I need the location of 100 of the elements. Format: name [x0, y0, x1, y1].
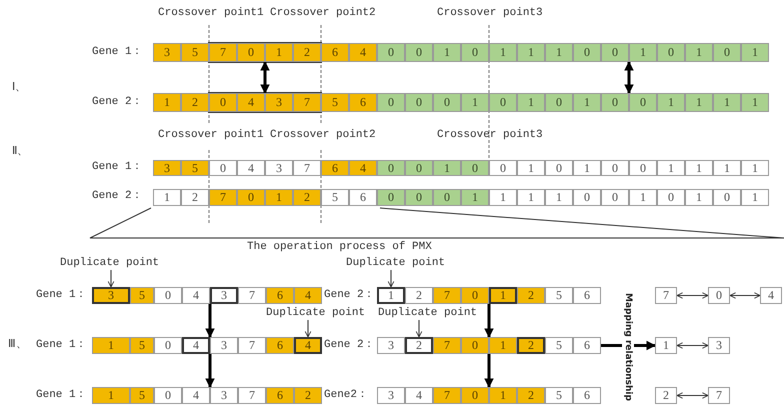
gene-cell: 4 [182, 287, 210, 304]
gene-cell: 0 [713, 43, 741, 62]
gene-cell: 1 [629, 189, 657, 206]
gene-label: Gene 1： [92, 46, 143, 59]
gene-cell: 4 [237, 160, 265, 176]
gene-cell: 3 [210, 287, 238, 304]
gene-cell: 1 [517, 43, 545, 62]
gene-cell: 1 [461, 189, 489, 206]
mapping-cell: 3 [708, 337, 730, 354]
gene-cell: 1 [489, 387, 517, 404]
gene-cell: 0 [657, 189, 685, 206]
gene-cell: 1 [92, 387, 130, 404]
gene-cell: 0 [657, 43, 685, 62]
mapping-cell: 0 [708, 287, 730, 304]
gene-cell: 1 [92, 337, 130, 354]
double-arrow [624, 61, 634, 94]
crossover-label: Crossover point3 [437, 129, 543, 142]
gene-cell: 6 [573, 287, 601, 304]
gene-cell: 1 [265, 43, 293, 62]
gene-cell: 1 [573, 93, 601, 112]
gene-cell: 0 [405, 189, 433, 206]
gene-cell: 5 [321, 93, 349, 112]
gene-cell: 6 [349, 189, 377, 206]
edge-label: Mapping relationship [622, 292, 634, 402]
gene-cell: 1 [685, 43, 713, 62]
gene-cell: 1 [489, 287, 517, 304]
gene-cell: 3 [377, 337, 405, 354]
gene-cell: 4 [237, 93, 265, 112]
gene-cell: 0 [237, 43, 265, 62]
gene-cell: 1 [545, 43, 573, 62]
double-arrow [676, 342, 708, 349]
gene-cell: 1 [573, 160, 601, 176]
gene-cell: 1 [153, 93, 181, 112]
mapping-cell: 1 [655, 337, 677, 354]
gene-cell: 5 [130, 337, 154, 354]
gene-cell: 1 [489, 189, 517, 206]
gene-cell: 7 [238, 387, 266, 404]
gene-cell: 5 [545, 387, 573, 404]
gene-cell: 6 [573, 387, 601, 404]
gene-cell: 2 [293, 189, 321, 206]
crossover-label: Crossover point2 [270, 7, 376, 20]
arrow [484, 354, 494, 388]
gene-cell: 3 [153, 160, 181, 176]
gene-cell: 5 [130, 387, 154, 404]
gene-cell: 7 [433, 337, 461, 354]
gene-cell: 0 [433, 93, 461, 112]
gene-label: Gene 1： [92, 161, 143, 174]
gene-cell: 7 [293, 160, 321, 176]
gene-cell: 4 [294, 287, 322, 304]
mapping-cell: 7 [708, 387, 730, 404]
gene-cell: 1 [657, 160, 685, 176]
annotation-text: Duplicate point [266, 306, 366, 319]
gene-cell: 5 [545, 287, 573, 304]
gene-label: Gene 1： [36, 339, 87, 352]
gene-cell: 6 [349, 93, 377, 112]
gene-cell: 1 [433, 43, 461, 62]
annotation-text: Duplicate point [346, 256, 446, 269]
gene-cell: 6 [266, 287, 294, 304]
gene-label: Gene2： [324, 389, 368, 402]
gene-cell: 0 [573, 43, 601, 62]
double-arrow [676, 392, 708, 399]
gene-cell: 5 [130, 287, 154, 304]
gene-cell: 0 [461, 43, 489, 62]
gene-cell: 1 [545, 189, 573, 206]
gene-cell: 1 [741, 160, 769, 176]
arrow [108, 270, 114, 288]
gene-cell: 4 [405, 387, 433, 404]
crossover-label: Crossover point3 [437, 7, 543, 20]
gene-cell: 2 [294, 387, 322, 404]
gene-cell: 0 [461, 287, 489, 304]
gene-label: Gene 2： [92, 96, 143, 109]
gene-cell: 2 [181, 93, 209, 112]
gene-cell: 0 [154, 337, 182, 354]
gene-cell: 2 [517, 287, 545, 304]
gene-cell: 4 [182, 337, 210, 354]
gene-cell: 0 [405, 160, 433, 176]
gene-cell: 3 [153, 43, 181, 62]
gene-cell: 1 [517, 160, 545, 176]
gene-cell: 1 [377, 287, 405, 304]
arrow [304, 320, 312, 338]
gene-cell: 2 [293, 43, 321, 62]
gene-cell: 0 [433, 189, 461, 206]
annotation-text: Duplicate point [378, 306, 478, 319]
gene-cell: 0 [405, 93, 433, 112]
arrow [484, 304, 494, 338]
section-numeral: Ⅲ、 [8, 339, 27, 352]
gene-cell: 5 [321, 189, 349, 206]
gene-cell: 1 [741, 189, 769, 206]
gene-cell: 1 [657, 93, 685, 112]
gene-cell: 5 [181, 43, 209, 62]
gene-cell: 2 [405, 337, 433, 354]
arrow [205, 304, 215, 338]
mapping-cell: 4 [760, 287, 782, 304]
gene-cell: 1 [153, 189, 181, 206]
gene-cell: 0 [377, 93, 405, 112]
crossover-label: Crossover point1 [158, 129, 264, 142]
gene-cell: 5 [545, 337, 573, 354]
gene-cell: 0 [154, 287, 182, 304]
gene-cell: 0 [461, 337, 489, 354]
heading: The operation process of PMX [247, 241, 432, 254]
